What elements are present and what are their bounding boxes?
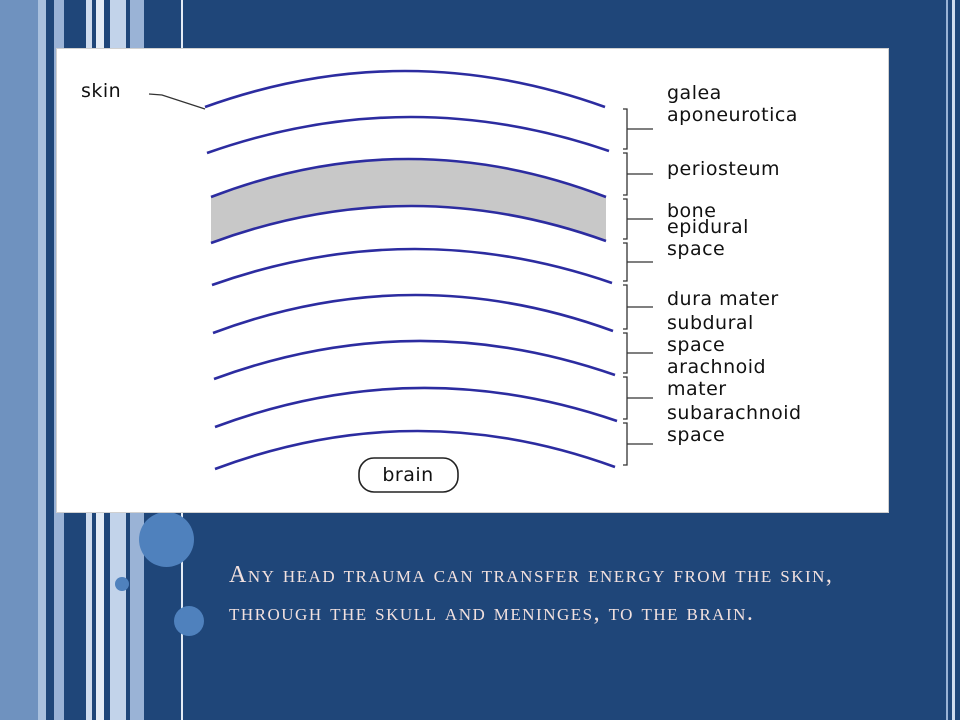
layer-label-text: bone — [667, 200, 716, 222]
decor-circle-medium — [174, 606, 204, 636]
layer-lines — [204, 69, 618, 471]
layer-boundary-line — [212, 293, 614, 335]
layer-label-text: epidural — [667, 216, 749, 238]
slide-caption: Any head trauma can transfer energy from… — [229, 562, 834, 626]
layer-label-text: subarachnoid — [667, 402, 802, 424]
decor-circle-small — [115, 577, 129, 591]
layer-boundary-line — [211, 247, 613, 287]
layer-bracket — [623, 332, 653, 374]
layer-boundary-line — [214, 429, 616, 471]
layer-boundary-line — [210, 157, 607, 199]
layer-label-text: periosteum — [667, 158, 780, 180]
skin-label: skin — [81, 80, 121, 102]
layer-label-text: subdural — [667, 312, 754, 334]
layer-boundary-line — [204, 69, 606, 109]
layer-label-text: aponeurotica — [667, 104, 798, 126]
layer-label-text: galea — [667, 82, 722, 104]
decor-stripe — [952, 0, 955, 720]
layer-label-text: space — [667, 424, 725, 446]
layer-labels: galeaaponeuroticaperiosteumboneepidurals… — [667, 82, 802, 446]
layer-boundary-line — [210, 204, 607, 245]
layer-bracket — [623, 152, 653, 196]
decor-stripe — [0, 0, 38, 720]
layer-bracket — [623, 284, 653, 330]
brain-label: brain — [382, 464, 433, 486]
layer-bracket — [623, 422, 653, 466]
brain-label-box — [358, 457, 459, 493]
skin-leader-line — [148, 93, 206, 110]
layer-label-text: mater — [667, 378, 727, 400]
layer-boundary-line — [206, 115, 610, 155]
layer-boundary-line — [213, 339, 616, 381]
bone-layer-fill — [211, 159, 606, 243]
layer-label-text: arachnoid — [667, 356, 766, 378]
decor-stripe — [946, 0, 948, 720]
layer-label-text: space — [667, 334, 725, 356]
layer-bracket — [623, 376, 653, 420]
layer-bracket — [623, 108, 653, 150]
layer-boundary-line — [214, 386, 618, 429]
decor-circle-large — [139, 512, 194, 567]
layer-label-text: space — [667, 238, 725, 260]
decor-stripe — [38, 0, 46, 720]
layer-bracket — [623, 242, 653, 282]
layer-bracket — [623, 198, 653, 240]
layer-brackets — [623, 108, 653, 466]
layer-label-text: dura mater — [667, 288, 779, 310]
